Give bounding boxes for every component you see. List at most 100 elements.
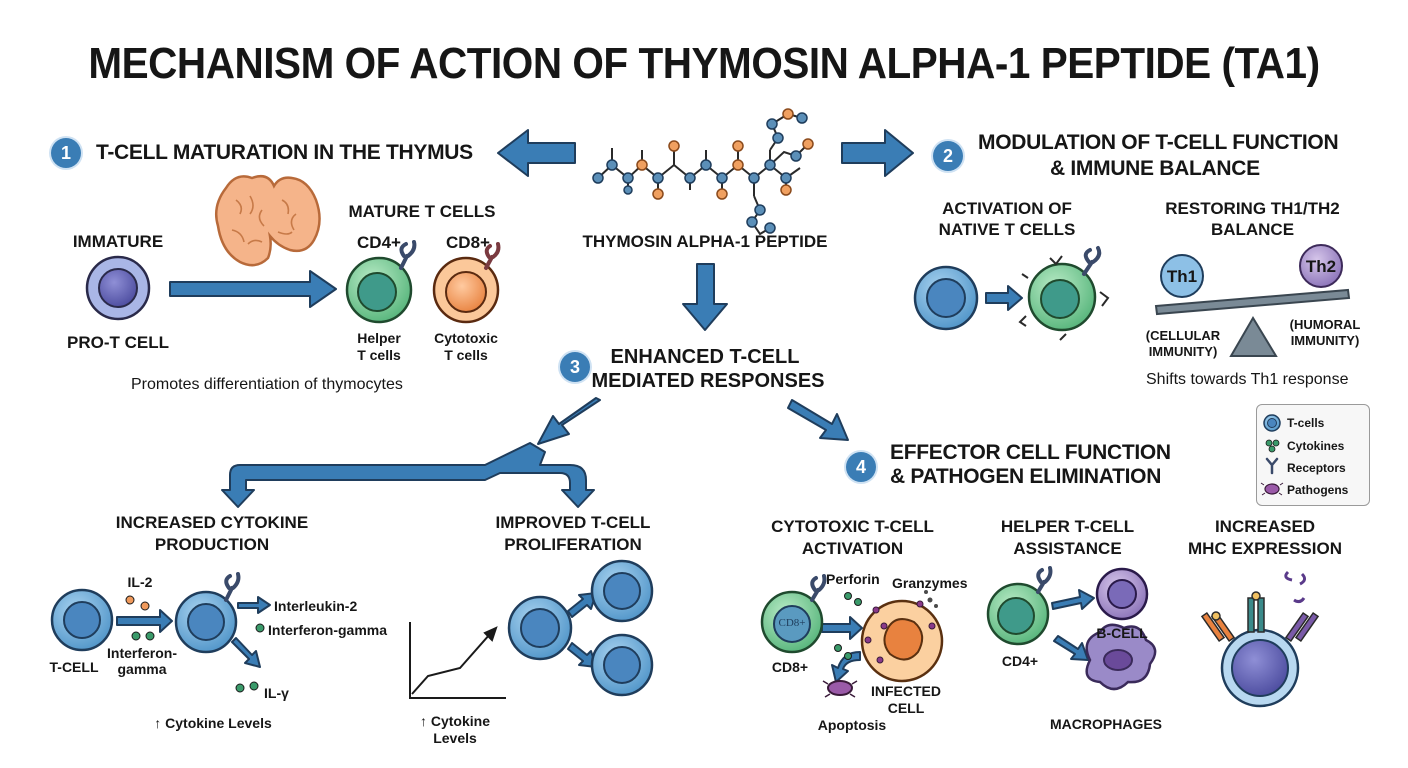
native-t-cell-icon xyxy=(913,265,979,331)
cd4-label-section4: CD4+ xyxy=(1001,653,1039,669)
page-title: MECHANISM OF ACTION OF THYMOSIN ALPHA-1 … xyxy=(88,39,1320,88)
macrophages-label: MACROPHAGES xyxy=(1050,716,1163,732)
arrow-to-macrophage xyxy=(1053,635,1089,661)
pathogen-icon xyxy=(1260,482,1284,496)
helper-assistance-line1: HELPER T-CELL xyxy=(1000,517,1135,536)
cellular-label-line1: (CELLULAR xyxy=(1145,328,1221,343)
granzymes-label: Granzymes xyxy=(892,575,968,591)
graph-label-line1: ↑ Cytokine xyxy=(419,713,490,729)
t-cell-label: T-CELL xyxy=(49,659,99,675)
section1-badge: 1 xyxy=(51,138,81,168)
infected-cell-line1: INFECTED xyxy=(871,683,941,699)
legend-item-t-cells: T-cells xyxy=(1287,416,1325,430)
cytotoxic-activation-graphic xyxy=(760,574,944,698)
section3-heading-line1: ENHANCED T-CELL xyxy=(610,346,800,368)
balance-scale-icon xyxy=(1154,244,1351,357)
pro-t-cell-icon xyxy=(85,255,151,321)
arrow-cd8-to-infected xyxy=(821,616,863,640)
arrow-to-bcell xyxy=(1051,589,1095,610)
restoring-label-line2: BALANCE xyxy=(1210,220,1295,239)
th1-label: Th1 xyxy=(1166,267,1198,286)
cd8-label: CD8+ xyxy=(771,659,809,675)
cytokine-levels-label: ↑ Cytokine Levels xyxy=(154,715,272,731)
cd8-cell-inner-label: CD8+ xyxy=(778,617,806,629)
legend-icons xyxy=(1260,414,1284,496)
mhc-label-line1: INCREASED xyxy=(1214,517,1316,536)
arrow-to-section3 xyxy=(682,263,728,331)
interferon-label-line1: Interferon- xyxy=(107,645,177,661)
arrow-maturation xyxy=(169,270,337,308)
mature-t-cells-label: MATURE T CELLS xyxy=(348,202,496,221)
cd8-label: CD8+ xyxy=(446,233,490,252)
mhc-expression-graphic xyxy=(1200,570,1320,708)
arrow-activation xyxy=(985,285,1023,311)
arrow-to-section2 xyxy=(841,129,914,177)
arrow-interleukin xyxy=(237,596,271,614)
cytotoxic-activation-line2: ACTIVATION xyxy=(801,539,904,558)
helper-assistance-graphic xyxy=(986,566,1157,691)
arrow-tcell-to-tcell xyxy=(116,609,173,633)
graph-label-line2: Levels xyxy=(433,730,477,746)
cytokine-heading-line1: INCREASED CYTOKINE xyxy=(115,513,309,532)
helper-label-line1: Helper xyxy=(357,330,401,346)
activated-t-cell-icon xyxy=(1018,246,1110,341)
infected-cell-line2: CELL xyxy=(887,700,925,716)
helper-assistance-line2: ASSISTANCE xyxy=(1013,539,1122,558)
cytotoxic-label-line2: T cells xyxy=(444,347,488,363)
cd8-t-cell-icon xyxy=(432,242,501,324)
interleukin2-label: Interleukin-2 xyxy=(274,598,358,614)
il-gamma-label: IL-γ xyxy=(264,685,289,701)
arrow-prolif-down xyxy=(567,642,597,668)
cytotoxic-activation-line1: CYTOTOXIC T-CELL xyxy=(771,517,934,536)
section2-note: Shifts towards Th1 response xyxy=(1146,371,1349,388)
humoral-label-line2: IMMUNITY) xyxy=(1290,333,1360,348)
interferon-label-line2: gamma xyxy=(117,661,167,677)
th2-label: Th2 xyxy=(1305,257,1337,276)
immature-label: IMMATURE xyxy=(72,232,164,251)
activation-label-line1: ACTIVATION OF xyxy=(942,199,1072,218)
activation-label-line2: NATIVE T CELLS xyxy=(938,220,1076,239)
t-cell-icon xyxy=(1263,414,1281,432)
il2-label: IL-2 xyxy=(127,574,153,590)
apoptosis-label: Apoptosis xyxy=(817,717,887,733)
humoral-label-line1: (HUMORAL xyxy=(1289,317,1361,332)
legend-item-receptors: Receptors xyxy=(1287,461,1346,475)
cellular-label-line2: IMMUNITY) xyxy=(1148,344,1218,359)
arrow-to-cytokine xyxy=(537,397,601,445)
cytotoxic-label-line1: Cytotoxic xyxy=(434,330,498,346)
section3-badge: 3 xyxy=(560,352,590,382)
thymus-icon xyxy=(215,175,321,267)
b-cell-label: B-CELL xyxy=(1096,625,1148,641)
section4-badge: 4 xyxy=(846,452,876,482)
perforin-label: Perforin xyxy=(826,571,880,587)
peptide-molecule-icon xyxy=(592,108,814,236)
helper-label-line2: T cells xyxy=(357,347,401,363)
section1-note: Promotes differentiation of thymocytes xyxy=(131,376,403,393)
mhc-label-line2: MHC EXPRESSION xyxy=(1188,539,1342,558)
cytokine-level-graph xyxy=(409,622,506,699)
proliferation-heading-line2: PROLIFERATION xyxy=(504,535,642,554)
cytokine-icon xyxy=(1265,439,1280,453)
proliferation-heading-line1: IMPROVED T-CELL xyxy=(495,513,651,532)
arrow-to-section1 xyxy=(497,129,576,177)
section4-heading-line2: & PATHOGEN ELIMINATION xyxy=(890,465,1162,488)
arrow-il-gamma xyxy=(231,637,261,668)
cd4-t-cell-icon xyxy=(345,240,417,324)
flow-arrows xyxy=(116,129,1095,683)
legend-item-pathogens: Pathogens xyxy=(1287,483,1349,497)
section1-heading: T-CELL MATURATION IN THE THYMUS xyxy=(96,141,473,164)
section2-heading-line1: MODULATION OF T-CELL FUNCTION xyxy=(978,131,1339,154)
cd4-label: CD4+ xyxy=(357,233,401,252)
restoring-label-line1: RESTORING TH1/TH2 xyxy=(1165,199,1340,218)
section2-heading-line2: & IMMUNE BALANCE xyxy=(1050,157,1260,180)
pro-t-cell-label: PRO-T CELL xyxy=(67,333,169,352)
section4-heading-line1: EFFECTOR CELL FUNCTION xyxy=(890,441,1171,464)
proliferation-cells-graphic xyxy=(507,559,654,697)
cytokine-heading-line2: PRODUCTION xyxy=(154,535,270,554)
arrow-branch xyxy=(221,442,595,508)
legend-box: T-cells Cytokines Receptors Pathogens xyxy=(1256,404,1370,506)
section2-badge: 2 xyxy=(933,141,963,171)
legend-item-cytokines: Cytokines xyxy=(1287,439,1345,453)
